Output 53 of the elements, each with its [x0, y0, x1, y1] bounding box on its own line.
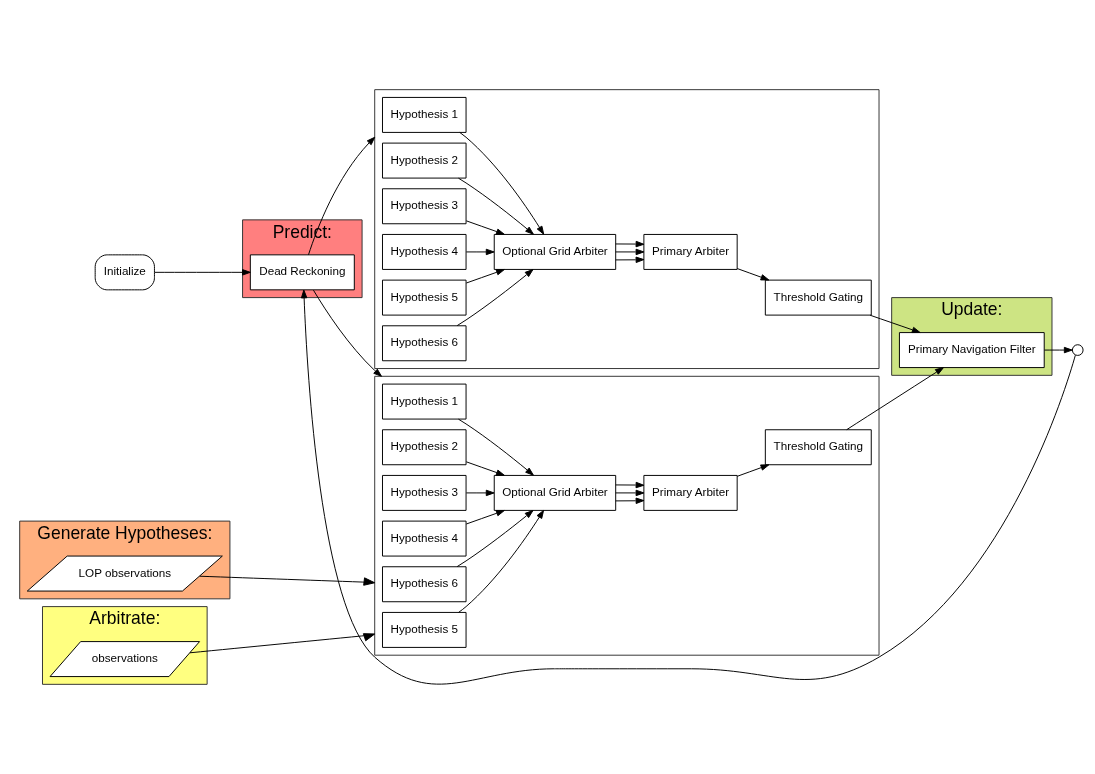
- node-box: Hypothesis 1: [382, 96, 467, 133]
- node-box: Primary Arbiter: [643, 474, 738, 511]
- node-box: Initialize: [94, 254, 155, 291]
- arrow: [1043, 346, 1073, 354]
- arrow: [465, 248, 495, 256]
- arrow: [465, 461, 505, 476]
- arrow: [308, 136, 376, 256]
- node-box: Optional Grid Arbiter: [493, 233, 617, 270]
- node-box: Hypothesis 1: [382, 383, 467, 420]
- arrow: [465, 510, 505, 525]
- node-box: Threshold Gating: [764, 429, 872, 466]
- node-box: Hypothesis 6: [382, 566, 467, 603]
- arrow: [465, 489, 495, 497]
- arrow: [736, 268, 770, 281]
- arrow: [615, 481, 645, 489]
- arrow: [615, 497, 645, 504]
- arrow: [615, 489, 645, 497]
- arrow: [312, 289, 382, 377]
- node-box: Hypothesis 5: [382, 279, 467, 316]
- node-box: Hypothesis 3: [382, 474, 467, 511]
- arrow: [456, 269, 534, 327]
- arrow: [459, 131, 545, 235]
- node-box: Hypothesis 4: [382, 520, 467, 557]
- node-box: Optional Grid Arbiter: [493, 474, 617, 511]
- cluster: [374, 89, 880, 370]
- arrow: [615, 248, 645, 256]
- node-box: Dead Reckoning: [249, 254, 355, 291]
- arrow: [736, 464, 770, 477]
- arrow: [199, 575, 376, 586]
- arrow: [458, 177, 534, 235]
- arrow: [458, 418, 534, 476]
- node-box: Hypothesis 2: [382, 142, 467, 179]
- node-box: Hypothesis 6: [382, 325, 467, 362]
- arrow: [300, 289, 1076, 685]
- arrow: [465, 269, 505, 284]
- arrow: [615, 240, 645, 248]
- cluster: [374, 375, 880, 656]
- arrow: [189, 633, 376, 654]
- arrow: [456, 510, 534, 568]
- arrow: [846, 367, 944, 431]
- arrow: [465, 220, 505, 235]
- node-circle: [1071, 344, 1084, 356]
- arrow: [154, 269, 251, 276]
- node-box: Primary Navigation Filter: [898, 332, 1045, 369]
- node-box: Hypothesis 5: [382, 611, 467, 648]
- node-box: Threshold Gating: [764, 279, 872, 316]
- arrow: [458, 509, 545, 613]
- arrow: [869, 314, 921, 334]
- node-box: Hypothesis 3: [382, 188, 467, 225]
- node-box: Hypothesis 2: [382, 429, 467, 466]
- node-box: Primary Arbiter: [643, 233, 738, 270]
- arrow: [615, 256, 645, 263]
- node-box: Hypothesis 4: [382, 233, 467, 270]
